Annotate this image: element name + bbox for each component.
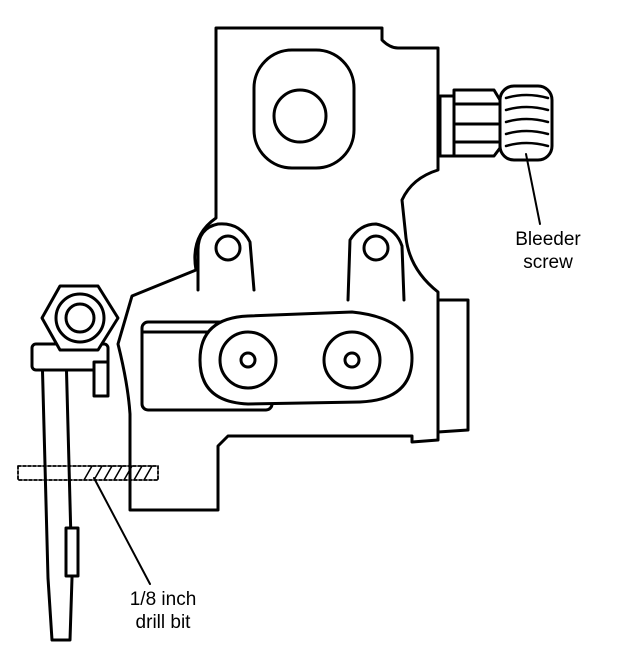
drill-leader-line xyxy=(93,477,151,585)
pivot-left-outer xyxy=(218,330,278,390)
adjust-lever-arm xyxy=(40,350,74,642)
left-mounting-ear xyxy=(196,222,256,292)
adjuster-nut-washer xyxy=(54,292,106,344)
drill-bit-label: 1/8 inch drill bit xyxy=(108,588,218,634)
drill-label-line1: 1/8 inch xyxy=(129,589,197,610)
pivot-left-inner xyxy=(239,351,257,369)
drill-bit-gauge xyxy=(17,465,159,481)
adjuster-nut-bore xyxy=(64,302,96,334)
valve-body-outline xyxy=(116,26,440,512)
right-mounting-ear xyxy=(346,222,406,302)
bleeder-screw-label: Bleeder screw xyxy=(500,228,596,274)
pivot-right-inner xyxy=(343,351,361,369)
right-side-boss xyxy=(436,298,470,434)
drill-bit-hatching xyxy=(83,465,153,481)
bleeder-knurl-ridges xyxy=(504,93,550,148)
bleeder-knurled-cap xyxy=(498,84,554,162)
pivot-right-outer xyxy=(322,330,382,390)
bleeder-leader-line xyxy=(525,153,541,225)
upper-port-bore xyxy=(272,88,328,144)
left-mounting-hole xyxy=(214,234,242,262)
right-mounting-hole xyxy=(362,234,390,262)
bleeder-label-line2: screw xyxy=(523,252,573,273)
lever-clip-foot xyxy=(92,360,110,398)
bleeder-label-line1: Bleeder xyxy=(515,229,581,250)
upper-port-housing xyxy=(252,48,356,170)
lever-side-tab xyxy=(64,526,80,578)
drill-label-line2: drill bit xyxy=(135,612,191,633)
